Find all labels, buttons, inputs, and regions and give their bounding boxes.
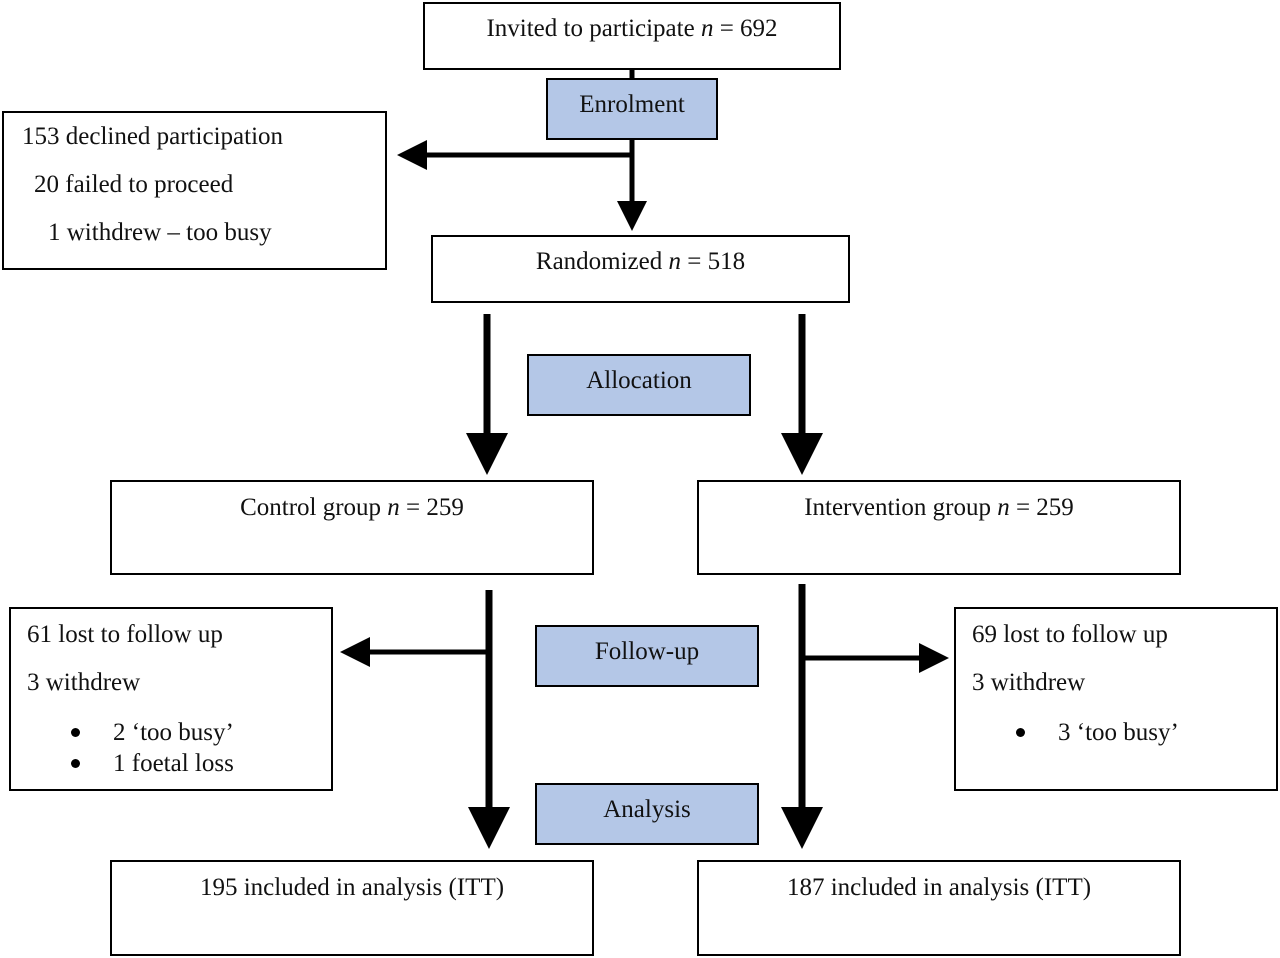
control-bullet-item: 2 ‘too busy’	[71, 719, 234, 747]
analysis-text: Analysis	[603, 796, 691, 823]
bullet-icon	[71, 727, 80, 737]
followup-text: Follow-up	[594, 638, 700, 665]
intervention-analysis-box: 187 included in analysis (ITT)	[697, 860, 1181, 956]
control-loss-box: 61 lost to follow up 3 withdrew 2 ‘too b…	[9, 607, 333, 791]
enrolment-stage-label: Enrolment	[546, 78, 718, 140]
control-bullet-text: 2 ‘too busy’	[113, 719, 234, 746]
control-group-box: Control group n = 259	[110, 480, 594, 575]
intervention-lost: 69 lost to follow up	[972, 621, 1168, 648]
intervention-loss-box: 69 lost to follow up 3 withdrew 3 ‘too b…	[954, 607, 1278, 791]
control-withdrew: 3 withdrew	[27, 669, 141, 696]
intervention-n-symbol: n	[997, 494, 1010, 521]
control-bullet-text: 1 foetal loss	[113, 750, 234, 777]
invited-n-symbol: n	[700, 15, 714, 42]
allocation-stage-label: Allocation	[527, 354, 751, 416]
invited-n-value: = 692	[719, 15, 778, 42]
invited-label: Invited to participate	[486, 15, 695, 42]
excluded-withdrew: 1 withdrew – too busy	[48, 219, 272, 246]
analysis-stage-label: Analysis	[535, 783, 759, 845]
control-bullet-item: 1 foetal loss	[71, 750, 234, 778]
intervention-label: Intervention group	[804, 494, 991, 521]
control-lost: 61 lost to follow up	[27, 621, 223, 648]
followup-stage-label: Follow-up	[535, 625, 759, 687]
enrolment-text: Enrolment	[579, 91, 685, 118]
intervention-bullet-item: 3 ‘too busy’	[1016, 719, 1179, 747]
excluded-declined: 153 declined participation	[22, 123, 284, 150]
randomized-label: Randomized	[535, 248, 663, 275]
intervention-group-box: Intervention group n = 259	[697, 480, 1181, 575]
intervention-n-value: = 259	[1015, 494, 1074, 521]
invited-box: Invited to participate n = 692	[423, 2, 841, 70]
intervention-analysis-text: 187 included in analysis (ITT)	[786, 874, 1092, 901]
excluded-failed: 20 failed to proceed	[34, 171, 234, 198]
control-n-symbol: n	[387, 494, 400, 521]
bullet-icon	[1016, 727, 1025, 737]
excluded-box: 153 declined participation 20 failed to …	[2, 111, 387, 270]
control-label: Control group	[240, 494, 382, 521]
control-n-value: = 259	[406, 494, 464, 521]
bullet-icon	[71, 758, 80, 768]
allocation-text: Allocation	[586, 367, 692, 394]
control-analysis-text: 195 included in analysis (ITT)	[199, 874, 505, 901]
control-analysis-box: 195 included in analysis (ITT)	[110, 860, 594, 956]
randomized-box: Randomized n = 518	[431, 235, 850, 303]
intervention-bullet-text: 3 ‘too busy’	[1058, 719, 1179, 746]
randomized-n-symbol: n	[668, 248, 682, 275]
randomized-n-value: = 518	[687, 248, 746, 275]
intervention-withdrew: 3 withdrew	[972, 669, 1086, 696]
